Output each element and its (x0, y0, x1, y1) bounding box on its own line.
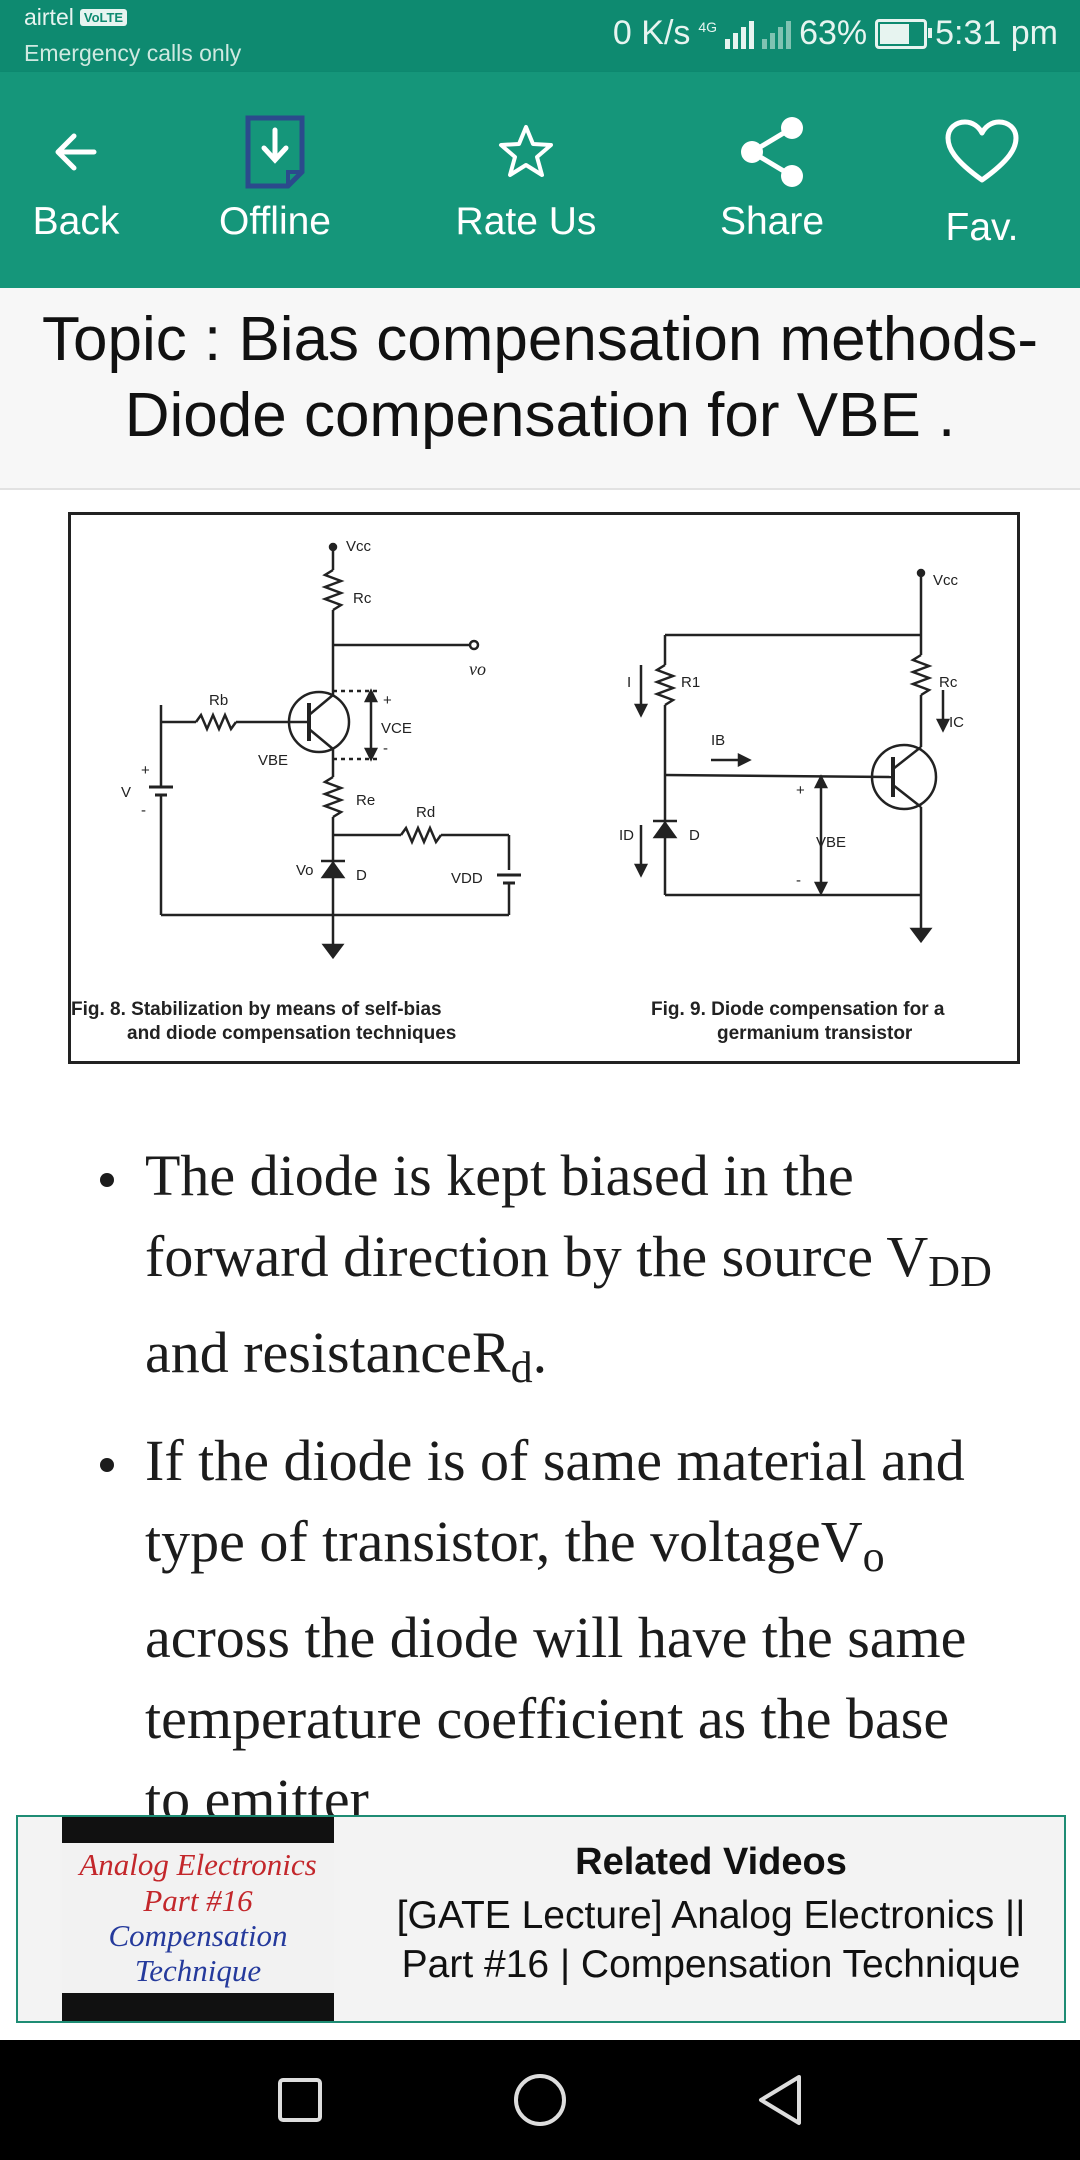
share-icon (732, 112, 812, 192)
thumb-line-3: Compensation (108, 1918, 288, 1953)
star-icon (486, 112, 566, 192)
topic-line-1: Topic : Bias compensation methods- (42, 305, 1038, 374)
svg-text:-: - (141, 802, 146, 819)
svg-text:Vcc: Vcc (933, 572, 959, 589)
svg-text:-: - (383, 740, 388, 757)
topic-header: Topic : Bias compensation methods- Diode… (0, 288, 1080, 490)
fig8-caption-1: Fig. 8. Stabilization by means of self-b… (71, 999, 442, 1020)
related-video-title[interactable]: [GATE Lecture] Analog Electronics || Par… (396, 1894, 1026, 1986)
bullet-item-2: If the diode is of same material and typ… (100, 1420, 1000, 1840)
fav-label: Fav. (945, 206, 1019, 249)
recent-apps-button[interactable] (240, 2040, 360, 2160)
bullet-1-sub-2: d (510, 1343, 533, 1392)
svg-text:Rd: Rd (416, 804, 435, 821)
network-type: 4G (698, 18, 718, 35)
back-button[interactable]: Back (0, 72, 176, 288)
download-file-icon (235, 112, 315, 192)
heart-icon (942, 112, 1022, 192)
bullet-1-text-b: and resistanceR (145, 1320, 511, 1385)
home-icon (514, 2074, 566, 2126)
offline-label: Offline (218, 200, 331, 243)
fig8-circuit (149, 542, 521, 960)
fig8-caption-2: and diode compensation techniques (127, 1023, 456, 1044)
svg-text:V: V (121, 784, 131, 801)
svg-text:VBE: VBE (816, 834, 846, 851)
svg-text:D: D (689, 827, 700, 844)
svg-text:Rb: Rb (209, 692, 228, 709)
back-icon (759, 2075, 801, 2125)
svg-text:-: - (796, 872, 801, 889)
fig9-caption-2: germanium transistor (717, 1023, 913, 1044)
offline-button[interactable]: Offline (175, 72, 375, 288)
status-bar: airtel VoLTE Emergency calls only 0 K/s … (0, 0, 1080, 72)
net-speed: 0 K/s (612, 14, 691, 52)
svg-text:D: D (356, 867, 367, 884)
battery-percent: 63% (799, 14, 868, 52)
svg-text:Vcc: Vcc (346, 538, 372, 555)
circuit-diagrams: Vcc Rc vo Rb VCE VBE V Re Rd Vo D VDD + … (71, 538, 964, 1044)
rate-us-label: Rate Us (455, 200, 597, 243)
share-button[interactable]: Share (672, 72, 872, 288)
related-videos-card[interactable]: Analog Electronics Part #16 Compensation… (16, 1815, 1066, 2023)
carrier-info: airtel VoLTE (24, 4, 128, 31)
arrow-left-icon (36, 112, 116, 192)
svg-text:+: + (141, 762, 150, 779)
emergency-text: Emergency calls only (24, 40, 242, 66)
signal-icon (725, 19, 755, 49)
home-button[interactable] (480, 2040, 600, 2160)
svg-text:+: + (796, 782, 805, 799)
svg-text:VCE: VCE (381, 720, 412, 737)
video-thumbnail[interactable]: Analog Electronics Part #16 Compensation… (62, 1817, 334, 2021)
favourite-button[interactable]: Fav. (882, 72, 1080, 288)
nav-back-button[interactable] (720, 2040, 840, 2160)
thumb-line-2: Part #16 (143, 1883, 253, 1918)
signal-sim2-icon (762, 19, 792, 49)
bullet-2-sub-1: o (862, 1532, 885, 1581)
thumb-line-1: Analog Electronics (79, 1847, 317, 1882)
svg-text:Vo: Vo (296, 862, 314, 879)
svg-text:IC: IC (949, 714, 964, 731)
svg-text:Re: Re (356, 792, 375, 809)
fig9-labels: Vcc I R1 IB ID D VBE Rc IC + - (619, 572, 964, 889)
bullet-2-text-b: across the diode will have the same temp… (145, 1605, 967, 1832)
back-label: Back (32, 200, 120, 243)
content-bullets: The diode is kept biased in the forward … (100, 1135, 1000, 1840)
bullet-1-sub-1: DD (928, 1247, 992, 1296)
topic-title: Topic : Bias compensation methods- Diode… (0, 302, 1080, 454)
bullet-item-1: The diode is kept biased in the forward … (100, 1135, 1000, 1408)
action-toolbar: Back Offline Rate Us Share Fav. (0, 72, 1080, 288)
svg-text:Rc: Rc (939, 674, 958, 691)
thumb-line-4: Technique (134, 1953, 262, 1988)
svg-text:VDD: VDD (451, 870, 483, 887)
svg-text:Rc: Rc (353, 590, 372, 607)
svg-text:R1: R1 (681, 674, 700, 691)
carrier-name: airtel (24, 4, 74, 30)
clock: 5:31 pm (935, 14, 1058, 52)
fig9-caption-1: Fig. 9. Diode compensation for a (651, 999, 945, 1020)
svg-text:ID: ID (619, 827, 634, 844)
recent-apps-icon (278, 2078, 322, 2122)
bullet-1-text-c: . (532, 1320, 548, 1385)
svg-text:I: I (627, 674, 631, 691)
bullet-1-text-a: The diode is kept biased in the forward … (145, 1143, 929, 1289)
topic-line-2: Diode compensation for VBE . (124, 381, 956, 450)
volte-badge: VoLTE (79, 9, 128, 26)
related-videos-title: Related Videos (575, 1841, 847, 1883)
rate-us-button[interactable]: Rate Us (426, 72, 626, 288)
share-label: Share (719, 200, 825, 243)
thumbnail-art: Analog Electronics Part #16 Compensation… (62, 1843, 334, 1993)
circuit-figure: Vcc Rc vo Rb VCE VBE V Re Rd Vo D VDD + … (68, 512, 1020, 1064)
fig9-circuit (633, 568, 951, 944)
bullet-2-text-a: If the diode is of same material and typ… (145, 1428, 965, 1574)
svg-text:VBE: VBE (258, 752, 288, 769)
svg-text:+: + (383, 692, 392, 709)
svg-text:IB: IB (711, 732, 725, 749)
fig8-labels: Vcc Rc vo Rb VCE VBE V Re Rd Vo D VDD + … (121, 538, 486, 887)
svg-text:vo: vo (469, 659, 486, 679)
status-indicators: 0 K/s 4G 63% 5:31 pm (613, 14, 1058, 53)
battery-icon (875, 18, 933, 49)
system-nav-bar (0, 2040, 1080, 2160)
